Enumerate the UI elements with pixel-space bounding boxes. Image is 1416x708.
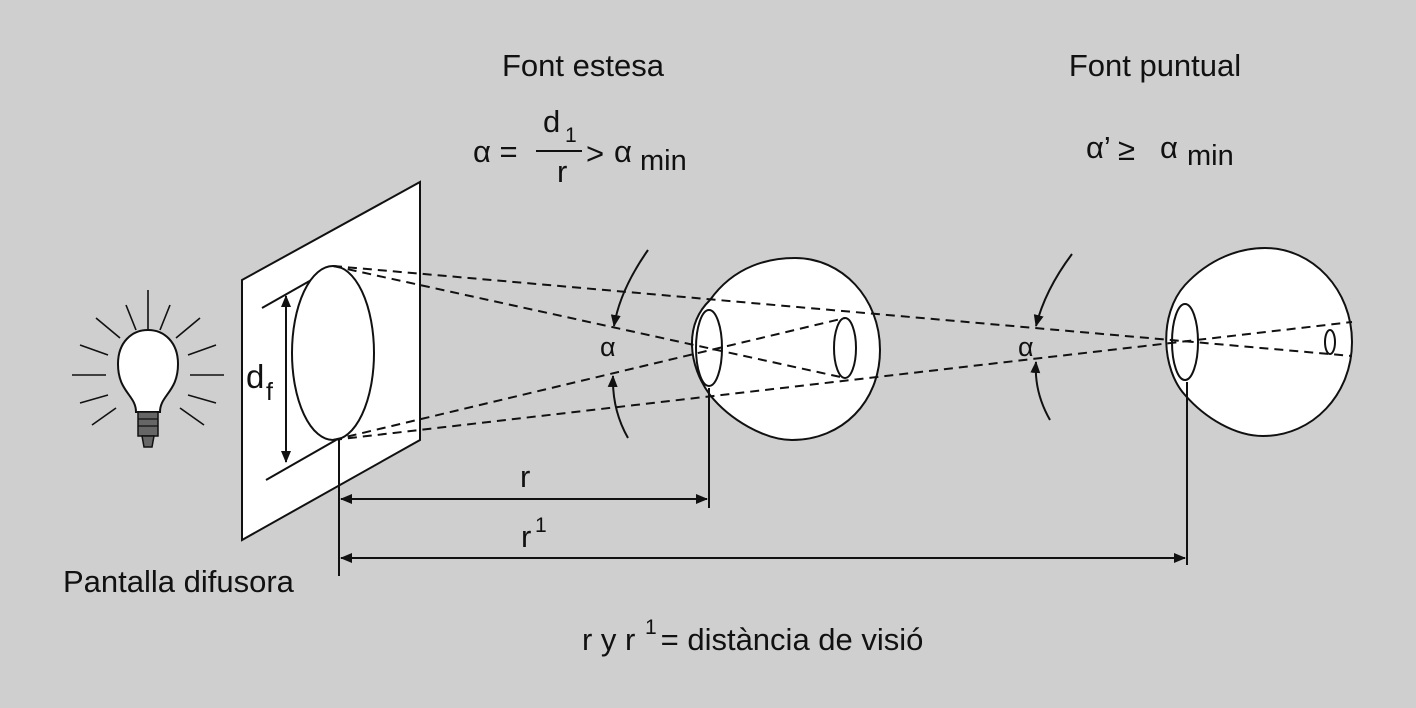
diameter-label-subscript: f <box>266 378 273 406</box>
near-angle-indicator <box>607 249 649 439</box>
formula-alpha-min: α <box>614 134 632 169</box>
point-source-formula: α’ ≥ α min <box>1086 130 1234 172</box>
cylinder-bottom-edge <box>265 439 337 481</box>
distance-r1-label: r <box>521 519 531 554</box>
bulb-glass <box>116 328 180 413</box>
point-source-title: Font puntual <box>1069 48 1241 83</box>
footnote-lhs: r y r <box>582 622 635 657</box>
near-eye-lens <box>695 309 723 387</box>
screen-label: Pantalla difusora <box>63 564 295 599</box>
visual-rays <box>332 265 1353 441</box>
formula-relation: > <box>586 136 604 171</box>
extended-source-formula: α = d 1 r > α min <box>473 104 687 189</box>
formula-numerator: d <box>543 104 560 139</box>
far-eye-icon <box>1165 246 1354 438</box>
formula-alpha-min-subscript: min <box>1187 140 1234 172</box>
far-eyeball <box>1165 246 1354 438</box>
light-rays <box>72 290 224 426</box>
distance-measurements <box>338 382 1188 576</box>
diameter-label: d <box>246 358 264 395</box>
formula-alpha-equals: α = <box>473 134 518 169</box>
diffusing-screen <box>241 180 421 542</box>
footnote-rhs: = distància de visió <box>652 622 923 657</box>
ray-bottom-to-near-upper <box>332 317 846 441</box>
near-eye-icon <box>691 256 882 442</box>
ray-bottom-to-far <box>332 321 1353 441</box>
formula-alpha-min: α <box>1160 130 1178 165</box>
formula-geq: ≥ <box>1118 132 1135 167</box>
far-eye-retina-image <box>1324 329 1336 355</box>
formula-alpha-min-subscript: min <box>640 145 687 177</box>
light-bulb-icon <box>72 290 224 448</box>
distance-r-label: r <box>520 459 530 494</box>
far-angle-indicator <box>1030 253 1073 421</box>
ray-top-to-far <box>332 265 1353 357</box>
footnote-superscript: 1 <box>645 616 657 639</box>
formula-alpha-prime: α’ <box>1086 130 1111 165</box>
bulb-base <box>137 411 159 437</box>
screen-ellipse <box>291 265 375 441</box>
formula-numerator-subscript: 1 <box>565 124 577 147</box>
footnote: r y r 1 = distància de visió <box>582 616 923 657</box>
formula-denominator: r <box>557 154 567 189</box>
ray-top-to-near-lower <box>332 265 846 379</box>
near-alpha-label: α <box>600 332 616 362</box>
extended-source-title: Font estesa <box>502 48 665 83</box>
near-eyeball <box>691 256 882 442</box>
distance-r1-superscript: 1 <box>535 514 547 537</box>
far-alpha-label: α <box>1018 332 1034 362</box>
